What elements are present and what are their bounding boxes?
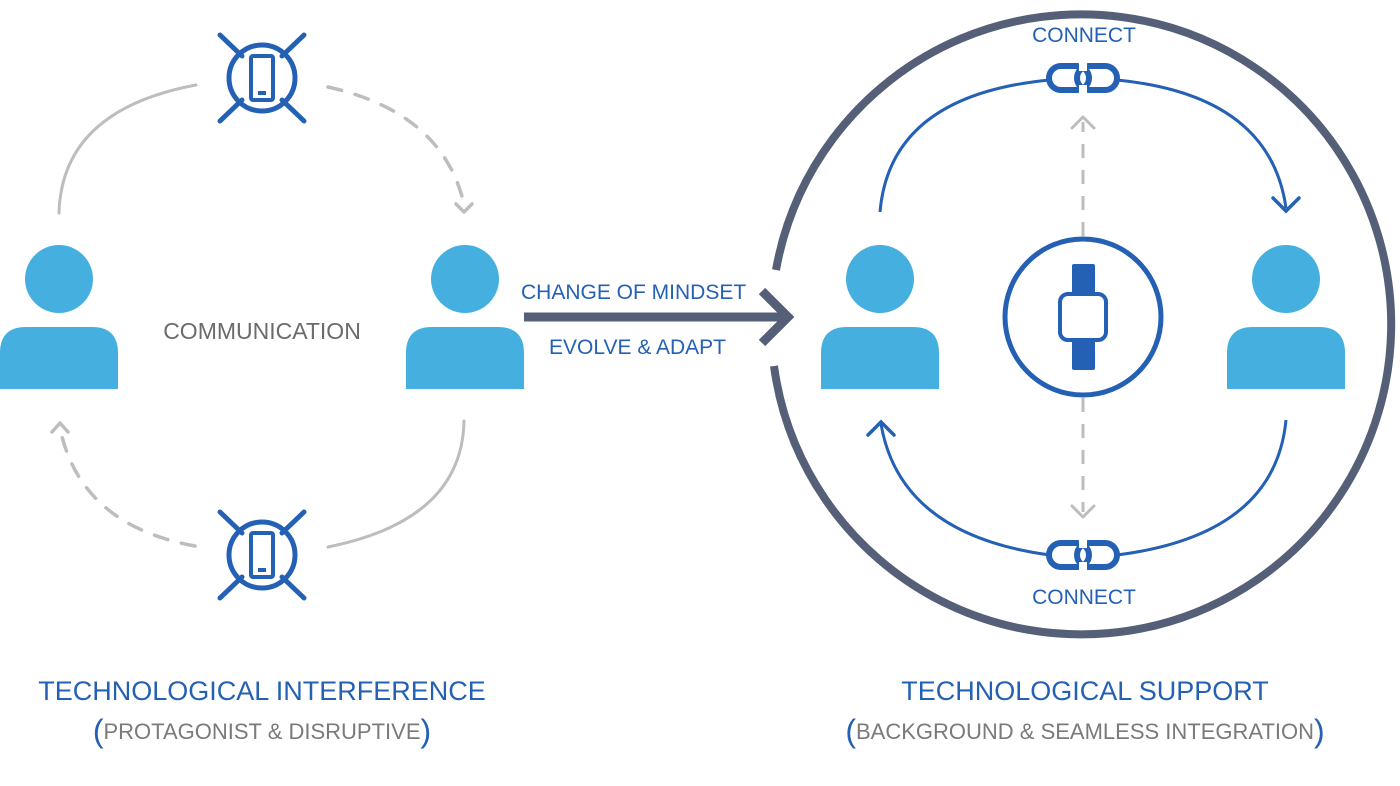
blue-arc-top-left bbox=[878, 78, 1051, 213]
dashed-arc-arrowhead-up bbox=[50, 421, 70, 434]
blue-arc-bottom-left bbox=[879, 423, 1051, 557]
evolve-adapt-label: EVOLVE & ADAPT bbox=[549, 336, 727, 359]
blue-arrowhead-up bbox=[866, 419, 896, 437]
dashed-connector-arrowhead-up bbox=[1070, 115, 1096, 130]
smartwatch-icon bbox=[1002, 236, 1164, 398]
blocked-phone-icon-bottom bbox=[220, 512, 304, 598]
left-subtitle-text: PROTAGONIST & DISRUPTIVE bbox=[103, 719, 421, 744]
dashed-arc-bottom-left bbox=[58, 426, 197, 548]
dashed-connector-arrowhead-down bbox=[1070, 504, 1096, 519]
person-icon-support-left bbox=[821, 245, 939, 389]
right-subtitle: (BACKGROUND & SEAMLESS INTEGRATION) bbox=[845, 713, 1324, 750]
person-icon-support-right bbox=[1227, 245, 1345, 389]
right-subtitle-close-paren: ) bbox=[1314, 713, 1325, 749]
right-title: TECHNOLOGICAL SUPPORT bbox=[901, 676, 1269, 706]
blue-arc-bottom-right bbox=[1116, 419, 1288, 557]
change-of-mindset-label: CHANGE OF MINDSET bbox=[521, 281, 747, 304]
right-subtitle-text: BACKGROUND & SEAMLESS INTEGRATION bbox=[855, 719, 1315, 744]
left-title: TECHNOLOGICAL INTERFERENCE bbox=[38, 676, 486, 706]
transition-arrow bbox=[524, 287, 795, 347]
blocked-phone-icon-top bbox=[220, 35, 304, 121]
person-icon-right bbox=[406, 245, 524, 389]
person-icon-left bbox=[0, 245, 118, 389]
chain-link-icon-top bbox=[1049, 63, 1117, 93]
connect-label-bottom: CONNECT bbox=[1032, 586, 1136, 609]
solid-arc-top-left bbox=[57, 83, 198, 215]
left-subtitle: (PROTAGONIST & DISRUPTIVE) bbox=[93, 713, 431, 750]
dashed-arc-arrowhead-down bbox=[454, 202, 474, 214]
left-subtitle-open-paren: ( bbox=[92, 713, 104, 749]
communication-label: COMMUNICATION bbox=[163, 318, 361, 344]
chain-link-icon-bottom bbox=[1049, 540, 1117, 570]
left-panel bbox=[0, 35, 524, 598]
right-subtitle-open-paren: ( bbox=[845, 713, 856, 749]
outer-ring bbox=[770, 10, 1396, 639]
right-panel bbox=[770, 10, 1396, 639]
left-subtitle-close-paren: ) bbox=[420, 713, 432, 749]
arrow-head bbox=[758, 287, 795, 347]
blue-arc-top-right bbox=[1116, 78, 1288, 209]
connect-label-top: CONNECT bbox=[1032, 24, 1136, 47]
dashed-arc-top-right bbox=[326, 85, 465, 202]
solid-arc-bottom-right bbox=[326, 419, 466, 549]
blue-arrowhead-down bbox=[1271, 196, 1301, 214]
